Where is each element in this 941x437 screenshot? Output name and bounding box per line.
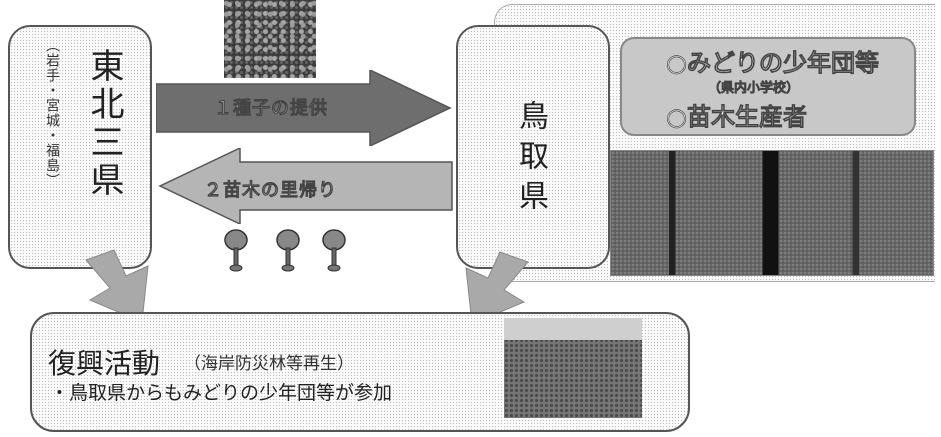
flow-arrow-right [465,251,529,325]
local-schools-note: （県内小学校） [708,81,800,97]
activity-bullet: ・鳥取県からもみどりの少年団等が参加 [50,382,393,404]
tohoku-box [8,25,152,269]
tree-icon [224,229,248,272]
tohoku-prefectures: （岩手・宮城・福島） [44,38,60,188]
seedling-return-label: ２苗木の里帰り [204,180,337,202]
participants-box: ○みどりの少年団等 （県内小学校） ○苗木生産者 [620,37,916,136]
tohoku-name: 東北三県 [84,48,124,200]
tottori-name: 鳥取県 [513,100,548,220]
seedling-return-arrow [158,148,453,224]
seed-supply-label: １種子の提供 [214,98,328,120]
activity-subtitle: （海岸防災林等再生） [184,354,354,374]
activity-title: 復興活動 [48,347,161,380]
tree-icon [322,229,346,272]
planting-photo [610,150,934,276]
seedling-producers-text: ○苗木生産者 [666,103,808,132]
seed-photo [224,0,316,78]
activity-photo [504,318,642,418]
seed-supply-arrow [156,70,452,146]
tottori-box [456,25,610,269]
flow-arrow-left [85,249,149,323]
tree-icon [276,229,300,272]
youth-corps-text: ○みどりの少年団等 [666,49,880,78]
